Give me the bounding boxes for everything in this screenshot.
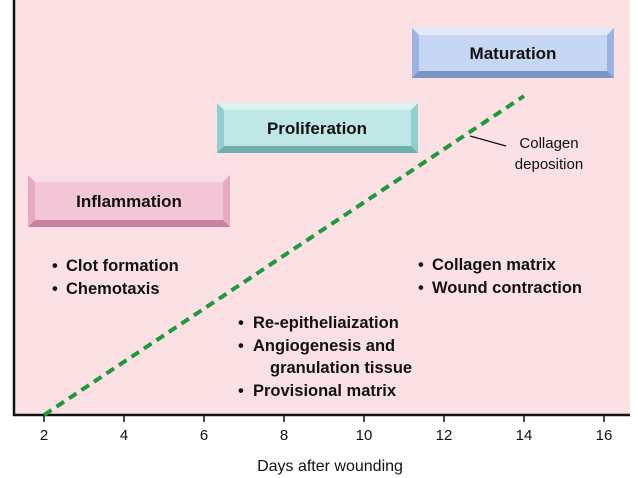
x-tick-label: 2: [40, 427, 48, 444]
inflammation-label: Inflammation: [76, 192, 182, 211]
event-angiogenesis: Angiogenesis and: [253, 337, 395, 355]
event-granulation-tissue: granulation tissue: [270, 359, 412, 377]
inflammation-events: • Clot formation • Chemotaxis: [52, 257, 179, 298]
collagen-label-line2: deposition: [515, 156, 583, 173]
x-tick-label: 14: [516, 427, 533, 444]
bullet-dot: •: [238, 314, 244, 332]
maturation-phase-box: Maturation: [412, 28, 614, 78]
event-wound-contraction: Wound contraction: [432, 279, 582, 297]
maturation-events: • Collagen matrix • Wound contraction: [418, 256, 582, 297]
event-clot-formation: Clot formation: [66, 257, 179, 275]
x-axis-label: Days after wounding: [257, 458, 403, 475]
x-tick-label: 6: [200, 427, 208, 444]
proliferation-events: • Re-epitheliaization • Angiogenesis and…: [238, 314, 412, 400]
x-tick-label: 10: [356, 427, 373, 444]
maturation-label: Maturation: [470, 44, 557, 63]
event-re-epithelialization: Re-epitheliaization: [253, 314, 399, 332]
x-tick-label: 16: [596, 427, 613, 444]
bullet-dot: •: [52, 257, 58, 275]
bullet-dot: •: [52, 280, 58, 298]
x-tick-label: 4: [120, 427, 128, 444]
proliferation-phase-box: Proliferation: [217, 103, 418, 153]
x-tick-label: 8: [280, 427, 288, 444]
event-chemotaxis: Chemotaxis: [66, 280, 160, 298]
inflammation-phase-box: Inflammation: [28, 175, 230, 227]
proliferation-label: Proliferation: [267, 119, 367, 138]
bullet-dot: •: [238, 337, 244, 355]
x-tick-label: 12: [436, 427, 453, 444]
collagen-label-line1: Collagen: [519, 135, 578, 152]
bullet-dot: •: [418, 256, 424, 274]
x-ticks: 2 4 6 8 10 12 14 16: [40, 415, 613, 444]
event-collagen-matrix: Collagen matrix: [432, 256, 557, 274]
collagen-label-pointer: [469, 135, 507, 147]
collagen-deposition-line: [42, 94, 526, 417]
bullet-dot: •: [238, 382, 244, 400]
bullet-dot: •: [418, 279, 424, 297]
event-provisional-matrix: Provisional matrix: [253, 382, 397, 400]
